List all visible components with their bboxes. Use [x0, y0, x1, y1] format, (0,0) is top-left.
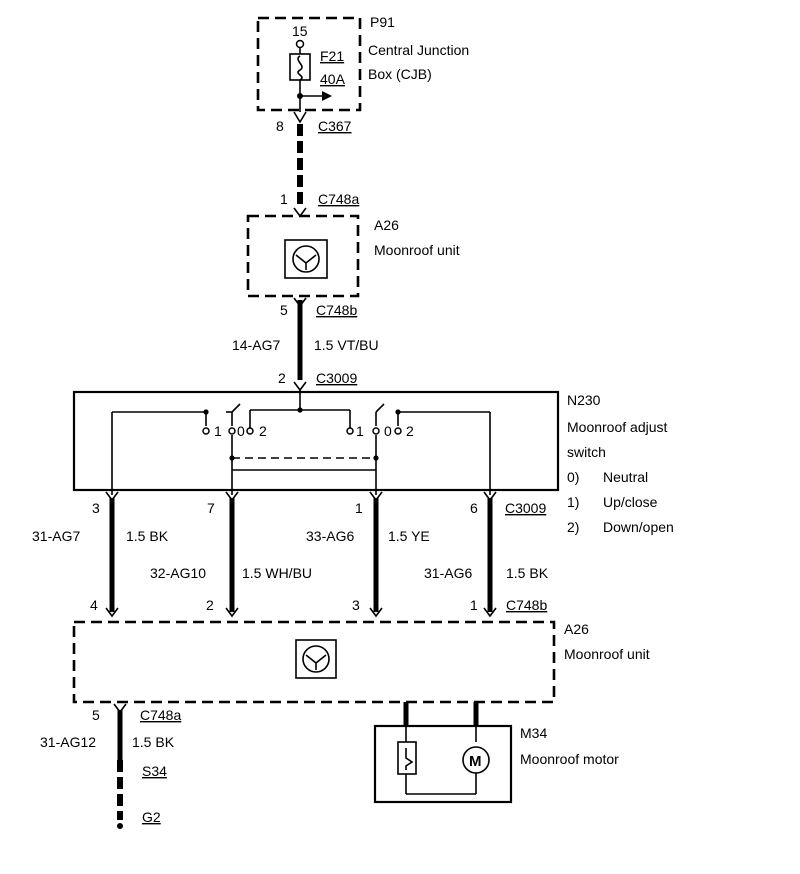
- c748b-top-pin: 5: [280, 302, 288, 318]
- ground-icon: [117, 823, 123, 829]
- fuse-id: F21: [320, 48, 344, 64]
- c748b-pin-b: 2: [206, 597, 214, 613]
- wire-a-spec: 1.5 BK: [126, 528, 169, 544]
- c367-id: C367: [318, 118, 352, 134]
- c3009-pin-b: 7: [207, 500, 215, 516]
- c3009-top-id: C3009: [316, 370, 357, 386]
- c748a-bottom-pin: 5: [92, 707, 100, 723]
- c3009-top-pin: 2: [278, 370, 286, 386]
- control-unit-icon: [284, 239, 328, 279]
- right-switch-pos0: 0: [384, 423, 392, 439]
- n230-id: N230: [567, 392, 601, 408]
- ground-id: G2: [142, 809, 161, 825]
- c748a-bottom-id: C748a: [140, 707, 181, 723]
- left-switch-pos0: 0: [237, 423, 245, 439]
- c3009-pin-c: 1: [355, 500, 363, 516]
- c748b-bottom-connectors: [105, 607, 497, 618]
- m34-box: [373, 724, 513, 804]
- a26-top-id: A26: [374, 217, 399, 233]
- left-switch-pos2: 2: [259, 423, 267, 439]
- m34-name: Moonroof motor: [520, 751, 619, 767]
- p91-name-line1: Central Junction: [368, 42, 469, 58]
- p91-box: [256, 16, 362, 112]
- c748b-pin-c: 3: [352, 597, 360, 613]
- a26-bottom-box: [72, 620, 556, 704]
- a26-top-box: [246, 214, 360, 298]
- right-switch-pos2: 2: [406, 423, 414, 439]
- c748b-pin-a: 4: [90, 597, 98, 613]
- wire-b-spec: 1.5 WH/BU: [242, 565, 312, 581]
- legend-key-1: 1): [567, 494, 579, 510]
- ground-wire-spec: 1.5 BK: [132, 734, 175, 750]
- m34-id: M34: [520, 725, 547, 741]
- wire-a-circuit: 31-AG7: [32, 528, 80, 544]
- right-switch-pos1: 1: [356, 423, 364, 439]
- wire-b-circuit: 32-AG10: [150, 565, 206, 581]
- c748b-pin-d: 1: [470, 597, 478, 613]
- svg-text:M: M: [469, 753, 482, 770]
- c367-pin: 8: [276, 118, 284, 134]
- wire-c-spec: 1.5 YE: [388, 528, 430, 544]
- thermal-protector-icon: [397, 741, 417, 775]
- a26-bottom-name: Moonroof unit: [564, 646, 650, 662]
- n230-name-line2: switch: [567, 444, 606, 460]
- p91-name-line2: Box (CJB): [368, 66, 432, 82]
- wire-c-circuit: 33-AG6: [306, 528, 354, 544]
- control-unit-icon-2: [295, 639, 337, 679]
- legend-label-1: Up/close: [603, 494, 658, 510]
- c3009-bottom-connectors: [105, 491, 497, 502]
- left-switch-pos1: 1: [214, 423, 222, 439]
- c3009-pin-d: 6: [470, 500, 478, 516]
- fuse-f21-symbol: [289, 53, 311, 81]
- c748b-top-id: C748b: [316, 302, 357, 318]
- p91-id: P91: [370, 14, 395, 30]
- c748a-top-id: C748a: [318, 191, 359, 207]
- n230-box: [72, 390, 560, 492]
- legend-label-2: Down/open: [603, 519, 674, 535]
- splice-id: S34: [142, 763, 167, 779]
- legend-key-0: 0): [567, 469, 579, 485]
- wire-top-spec: 1.5 VT/BU: [314, 337, 379, 353]
- arrow-icon: [322, 91, 332, 101]
- ground-wire-circuit: 31-AG12: [40, 734, 96, 750]
- fuse-rating: 40A: [320, 71, 346, 87]
- c748b-bottom-id: C748b: [506, 597, 547, 613]
- wire-top-circuit: 14-AG7: [232, 337, 280, 353]
- wire-d-circuit: 31-AG6: [424, 565, 472, 581]
- c3009-bottom-id: C3009: [505, 500, 546, 516]
- a26-top-name: Moonroof unit: [374, 242, 460, 258]
- c3009-pin-a: 3: [92, 500, 100, 516]
- wire-d-spec: 1.5 BK: [506, 565, 549, 581]
- p91-pin: 15: [292, 23, 308, 39]
- n230-name-line1: Moonroof adjust: [567, 419, 668, 435]
- a26-bottom-id: A26: [564, 621, 589, 637]
- c748a-top-pin: 1: [280, 191, 288, 207]
- p91-terminal: [295, 39, 305, 49]
- legend-key-2: 2): [567, 519, 579, 535]
- legend-label-0: Neutral: [603, 469, 648, 485]
